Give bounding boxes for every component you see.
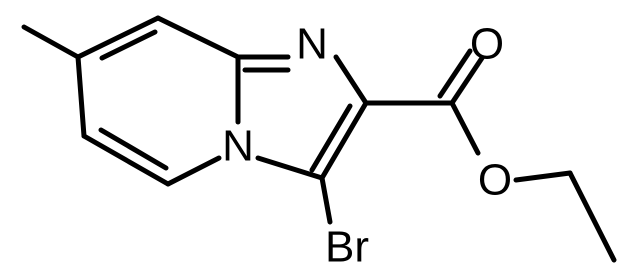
bond-c5-n4 — [165, 155, 222, 187]
bond-c7-c8-inner — [99, 29, 158, 61]
bond-c7-c6 — [75, 54, 87, 139]
bond-c8-c8a — [155, 15, 241, 60]
atom-labels: N N O O Br — [222, 20, 512, 272]
bond-c6-c5 — [81, 133, 171, 187]
bond-carbonyl-2 — [437, 48, 473, 99]
bond-c3-n4 — [255, 155, 325, 181]
bond-c3-br — [319, 175, 333, 225]
bond-carbonyl-1 — [449, 55, 485, 106]
atom-label-o-ester: O — [478, 156, 512, 205]
bonds — [21, 15, 617, 263]
bond-c2-c3-inner — [309, 103, 353, 173]
bond-c7-c8 — [75, 15, 161, 60]
atom-label-br: Br — [325, 223, 369, 272]
bond-methyl — [21, 24, 81, 60]
bond-ch2-ch3 — [567, 170, 617, 263]
atom-label-o-carbonyl: O — [470, 20, 504, 69]
bond-c2-c3 — [319, 100, 369, 181]
atom-label-n-bridge: N — [222, 122, 254, 171]
bond-c6-c5-inner — [98, 127, 169, 171]
bond-n1-c2 — [333, 54, 369, 106]
bond-oester-ch2 — [513, 170, 573, 183]
bond-ccarbonyl-oester — [449, 100, 481, 156]
atom-label-n-top: N — [296, 20, 328, 69]
